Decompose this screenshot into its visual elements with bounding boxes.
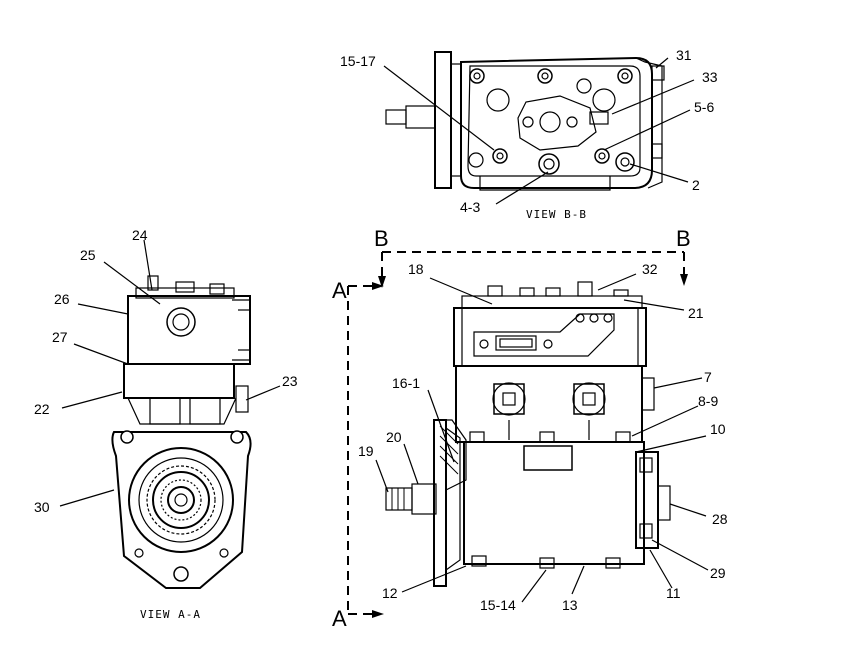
callout-28: 28 bbox=[712, 511, 728, 527]
callout-21: 21 bbox=[688, 305, 704, 321]
callout-24: 24 bbox=[132, 227, 148, 243]
callout-26: 26 bbox=[54, 291, 70, 307]
callout-5-6: 5-6 bbox=[694, 99, 714, 115]
callout-11: 11 bbox=[666, 585, 681, 601]
callout-13: 13 bbox=[562, 597, 578, 613]
callout-7: 7 bbox=[704, 369, 712, 385]
view-aa-drawing bbox=[111, 275, 252, 589]
side-view-drawing bbox=[385, 281, 671, 587]
callout-25: 25 bbox=[80, 247, 96, 263]
callout-15-17: 15-17 bbox=[340, 53, 376, 69]
callout-18: 18 bbox=[408, 261, 424, 277]
section-marker-a-bottom: A bbox=[332, 606, 347, 631]
section-marker-a-top: A bbox=[332, 278, 347, 303]
callout-23: 23 bbox=[282, 373, 298, 389]
callout-19: 19 bbox=[358, 443, 374, 459]
section-marker-b-right: B bbox=[676, 226, 691, 251]
callout-2: 2 bbox=[692, 177, 700, 193]
callout-16-1: 16-1 bbox=[392, 375, 420, 391]
section-lines bbox=[347, 251, 688, 618]
leader-lines bbox=[59, 57, 709, 603]
view-caption-aa: VIEW A-A bbox=[140, 608, 201, 621]
view-caption-bb: VIEW B-B bbox=[526, 208, 587, 221]
callout-12: 12 bbox=[382, 585, 398, 601]
callout-31: 31 bbox=[676, 47, 692, 63]
callout-33: 33 bbox=[702, 69, 718, 85]
callout-22: 22 bbox=[34, 401, 50, 417]
callout-27: 27 bbox=[52, 329, 68, 345]
callout-32: 32 bbox=[642, 261, 658, 277]
view-bb-drawing bbox=[385, 51, 665, 191]
section-marker-b-left: B bbox=[374, 226, 389, 251]
callout-4-3: 4-3 bbox=[460, 199, 480, 215]
callout-30: 30 bbox=[34, 499, 50, 515]
callout-29: 29 bbox=[710, 565, 726, 581]
callout-15-14: 15-14 bbox=[480, 597, 516, 613]
callout-10: 10 bbox=[710, 421, 726, 437]
callout-20: 20 bbox=[386, 429, 402, 445]
callout-8-9: 8-9 bbox=[698, 393, 718, 409]
